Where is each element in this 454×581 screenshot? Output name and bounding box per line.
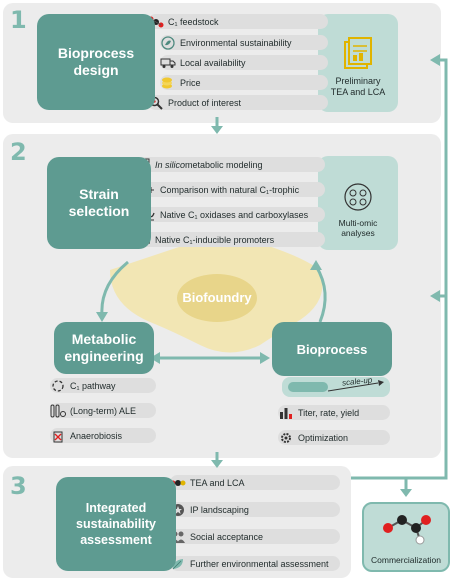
item-label: Environmental sustainability — [180, 37, 292, 48]
strain-selection-box: Strain selection — [47, 157, 151, 249]
bioprocess-design-title-line2: design — [73, 62, 119, 78]
item-label: IP landscaping — [190, 504, 249, 515]
item-label-rest: metabolic modeling — [185, 159, 263, 170]
integrated-title-line1: Integrated — [85, 501, 147, 515]
bioprocess-box: Bioprocess — [272, 322, 392, 376]
coins-icon — [160, 76, 176, 90]
stage-1-number: 1 — [10, 6, 27, 34]
item-label: Comparison with natural C₁-trophic — [160, 184, 300, 195]
bioprocess-design-box: Bioprocess design — [37, 14, 155, 110]
leaf-globe-icon — [160, 35, 176, 50]
item-label: Social acceptance — [190, 531, 264, 542]
item-label: Further environmental assessment — [190, 558, 329, 569]
item-long-term-ale: (Long-term) ALE — [50, 403, 156, 418]
multi-omic-label-line1: Multi-omic — [338, 218, 378, 228]
item-scale-up: scale-up — [282, 375, 390, 397]
item-further-environmental: Further environmental assessment — [170, 556, 340, 571]
item-label: Native C₁-inducible promoters — [155, 234, 275, 245]
item-local-availability: Local availability — [160, 55, 328, 70]
item-label: C₁ pathway — [70, 380, 116, 391]
anaerobic-bottle-icon — [50, 429, 66, 443]
item-optimization: Optimization — [278, 430, 390, 445]
item-label: Optimization — [298, 432, 349, 443]
multi-omic-icon — [344, 183, 372, 211]
commercialization-label: Commercialization — [371, 555, 441, 565]
item-label: Product of interest — [168, 97, 242, 108]
gear-icon — [278, 431, 294, 445]
metabolic-title-line2: engineering — [64, 348, 144, 364]
truck-icon — [160, 56, 176, 70]
item-label: Local availability — [180, 57, 246, 68]
item-label: C₁ feedstock — [168, 16, 219, 27]
pathway-cycle-icon — [50, 379, 66, 393]
strain-selection-title-line1: Strain — [79, 186, 119, 202]
integrated-assessment-box: Integrated sustainability assessment — [56, 477, 176, 571]
integrated-title-line2: sustainability — [76, 517, 156, 531]
product-molecule-icon — [383, 515, 431, 545]
item-environmental-sustainability: Environmental sustainability — [160, 35, 328, 50]
item-c1-pathway: C₁ pathway — [50, 378, 156, 393]
item-price: Price — [160, 75, 328, 90]
integrated-title-line3: assessment — [80, 533, 152, 547]
biofoundry-label: Biofoundry — [182, 290, 252, 305]
tea-lca-label-line2: TEA and LCA — [330, 87, 386, 97]
item-label: TEA and LCA — [190, 477, 245, 488]
item-label: Price — [180, 77, 201, 88]
item-anaerobiosis: Anaerobiosis — [50, 428, 156, 443]
feedback-loop — [351, 58, 448, 480]
tea-lca-document-icon — [344, 37, 372, 69]
commercialization-box: Commercialization — [362, 502, 450, 572]
multi-omic-label-line2: analyses — [341, 228, 375, 238]
item-label: In silico — [155, 159, 186, 170]
bioprocess-design-title-line1: Bioprocess — [57, 45, 135, 61]
tea-lca-label-line1: Preliminary — [335, 76, 381, 86]
item-titer-rate-yield: Titer, rate, yield — [278, 405, 390, 420]
metabolic-title-line1: Metabolic — [71, 331, 137, 347]
multi-omic-box: Multi-omic analyses — [318, 156, 398, 250]
bar-chart-icon — [278, 406, 294, 420]
preliminary-tea-lca-box: Preliminary TEA and LCA — [318, 14, 398, 112]
item-label: (Long-term) ALE — [70, 405, 137, 416]
cycle-arrow-left — [100, 260, 129, 316]
bioprocess-title: Bioprocess — [296, 341, 368, 357]
cycle-arrow-right — [314, 265, 327, 323]
leaf-icon — [170, 557, 186, 571]
flasks-icon — [50, 404, 66, 418]
item-label: Titer, rate, yield — [298, 407, 360, 418]
item-label: Native C₁ oxidases and carboxylases — [160, 209, 309, 220]
item-label: Anaerobiosis — [70, 430, 123, 441]
metabolic-engineering-box: Metabolic engineering — [54, 322, 154, 374]
scale-up-arrow-icon — [327, 380, 384, 392]
stage-2-number: 2 — [10, 138, 27, 166]
stage-3-number: 3 — [10, 472, 27, 500]
scale-up-bar — [288, 382, 328, 392]
biofoundry-ellipse — [177, 274, 257, 322]
strain-selection-title-line2: selection — [68, 203, 130, 219]
